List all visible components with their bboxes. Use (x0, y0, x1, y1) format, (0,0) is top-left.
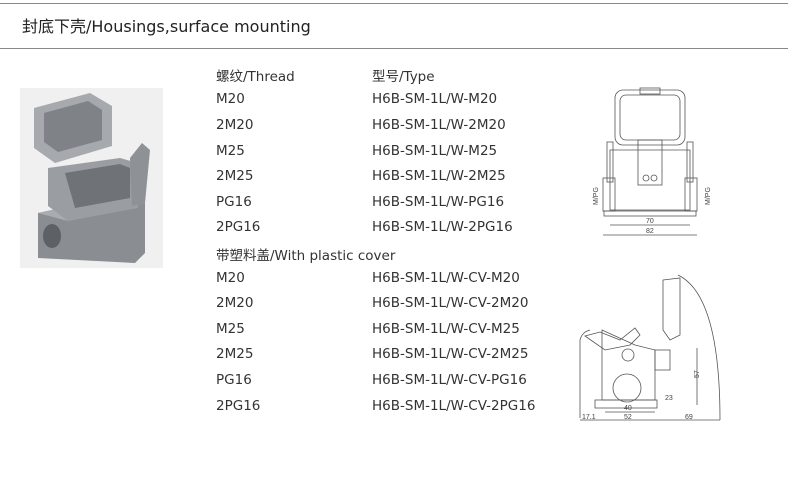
thread-cell: 2M20 (216, 295, 254, 311)
dim-57: 57 (694, 370, 701, 378)
thread-cell: PG16 (216, 194, 252, 210)
thread-cell: M20 (216, 270, 245, 286)
title-divider (0, 48, 788, 49)
page-title: 封底下壳/Housings,surface mounting (22, 17, 311, 36)
dim-thread-left: M/PG (593, 187, 600, 205)
thread-cell: M20 (216, 91, 245, 107)
thread-cell: 2PG16 (216, 398, 261, 414)
type-cell: H6B-SM-1L/W-CV-2PG16 (372, 398, 536, 414)
thread-cell: 2PG16 (216, 219, 261, 235)
dim-23: 23 (665, 395, 673, 402)
dim-17-1: 17.1 (582, 414, 596, 421)
front-view-drawing: 70 82 M/PG M/PG (593, 87, 712, 236)
thread-cell: PG16 (216, 372, 252, 388)
type-header: 型号/Type (372, 69, 435, 85)
type-cell: H6B-SM-1L/W-M20 (372, 91, 498, 107)
housing-photo (20, 88, 163, 268)
type-cell: H6B-SM-1L/W-2M25 (372, 168, 506, 184)
thread-cell: 2M20 (216, 117, 254, 133)
dim-thread-right: M/PG (705, 187, 712, 205)
type-cell: H6B-SM-1L/W-CV-M25 (372, 321, 520, 337)
type-cell: H6B-SM-1L/W-2M20 (372, 117, 506, 133)
thread-cell: 2M25 (216, 346, 254, 362)
thread-cell: M25 (216, 321, 245, 337)
type-cell: H6B-SM-1L/W-PG16 (372, 194, 505, 210)
type-cell: H6B-SM-1L/W-CV-M20 (372, 270, 520, 286)
top-divider (0, 3, 788, 4)
dim-70: 70 (646, 218, 654, 225)
type-cell: H6B-SM-1L/W-2PG16 (372, 219, 513, 235)
thread-cell: M25 (216, 143, 245, 159)
thread-header: 螺纹/Thread (216, 69, 295, 85)
cover-heading: 带塑料盖/With plastic cover (216, 248, 396, 264)
side-view-drawing: 57 23 40 52 17.1 69 (579, 274, 721, 421)
thread-cell: 2M25 (216, 168, 254, 184)
type-cell: H6B-SM-1L/W-CV-2M25 (372, 346, 529, 362)
type-cell: H6B-SM-1L/W-CV-2M20 (372, 295, 529, 311)
dim-40: 40 (624, 405, 632, 412)
type-cell: H6B-SM-1L/W-M25 (372, 143, 498, 159)
dim-52: 52 (624, 414, 632, 421)
dim-82: 82 (646, 228, 654, 235)
type-cell: H6B-SM-1L/W-CV-PG16 (372, 372, 527, 388)
dim-69: 69 (685, 414, 693, 421)
